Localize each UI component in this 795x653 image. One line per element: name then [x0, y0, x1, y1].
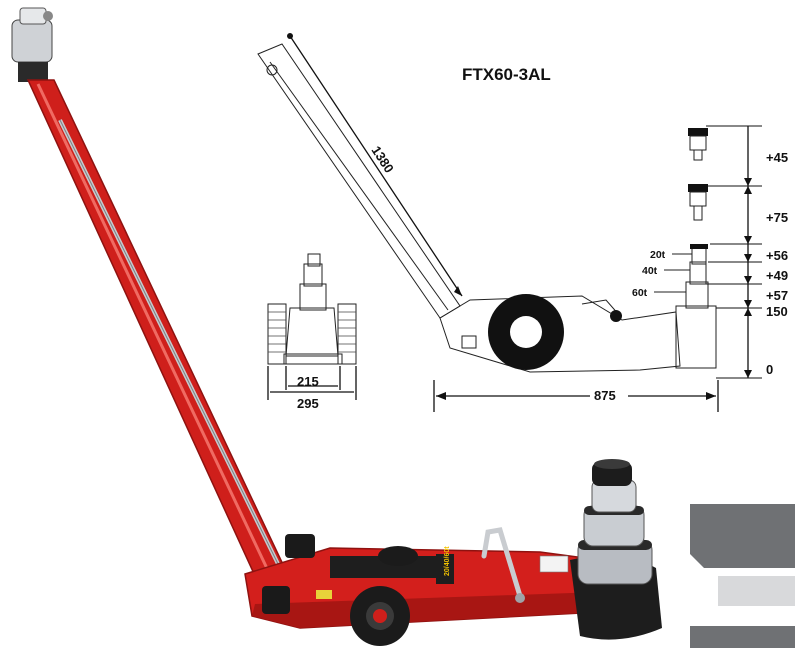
jack-chassis: 20/40/60t [244, 546, 601, 629]
front-wheel [350, 586, 410, 646]
ram-stages [577, 459, 653, 585]
height-increment-4: +49 [766, 268, 788, 283]
rear-bumper [262, 586, 290, 614]
handle-top-assembly [11, 7, 53, 82]
stage-3-capacity: 60t [632, 287, 648, 299]
side-view-drawing: 1380 20t 40t 60t [257, 33, 788, 412]
front-bumper [285, 534, 315, 558]
height-increment-5: +57 [766, 288, 788, 303]
front-outer-width: 295 [297, 396, 319, 411]
front-view-drawing: 215 295 [267, 253, 357, 411]
release-lever [481, 527, 523, 599]
handle-length-label: 1380 [369, 143, 397, 175]
height-increment-2: +75 [766, 210, 788, 225]
stage-2-capacity: 40t [642, 265, 658, 277]
height-increment-1: +45 [766, 150, 788, 165]
stage-1-capacity: 20t [650, 249, 666, 261]
corner-graphic [690, 504, 795, 648]
min-height-label: 150 [766, 304, 788, 319]
jack-photo: 20/40/60t [11, 7, 662, 646]
model-title: FTX60-3AL [462, 65, 551, 84]
overall-length-label: 875 [594, 388, 616, 403]
ground-level-label: 0 [766, 362, 773, 377]
front-inner-width: 215 [297, 374, 319, 389]
decal-capacity: 20/40/60t [444, 546, 451, 576]
rear-wheel [378, 546, 418, 566]
height-increment-3: +56 [766, 248, 788, 263]
